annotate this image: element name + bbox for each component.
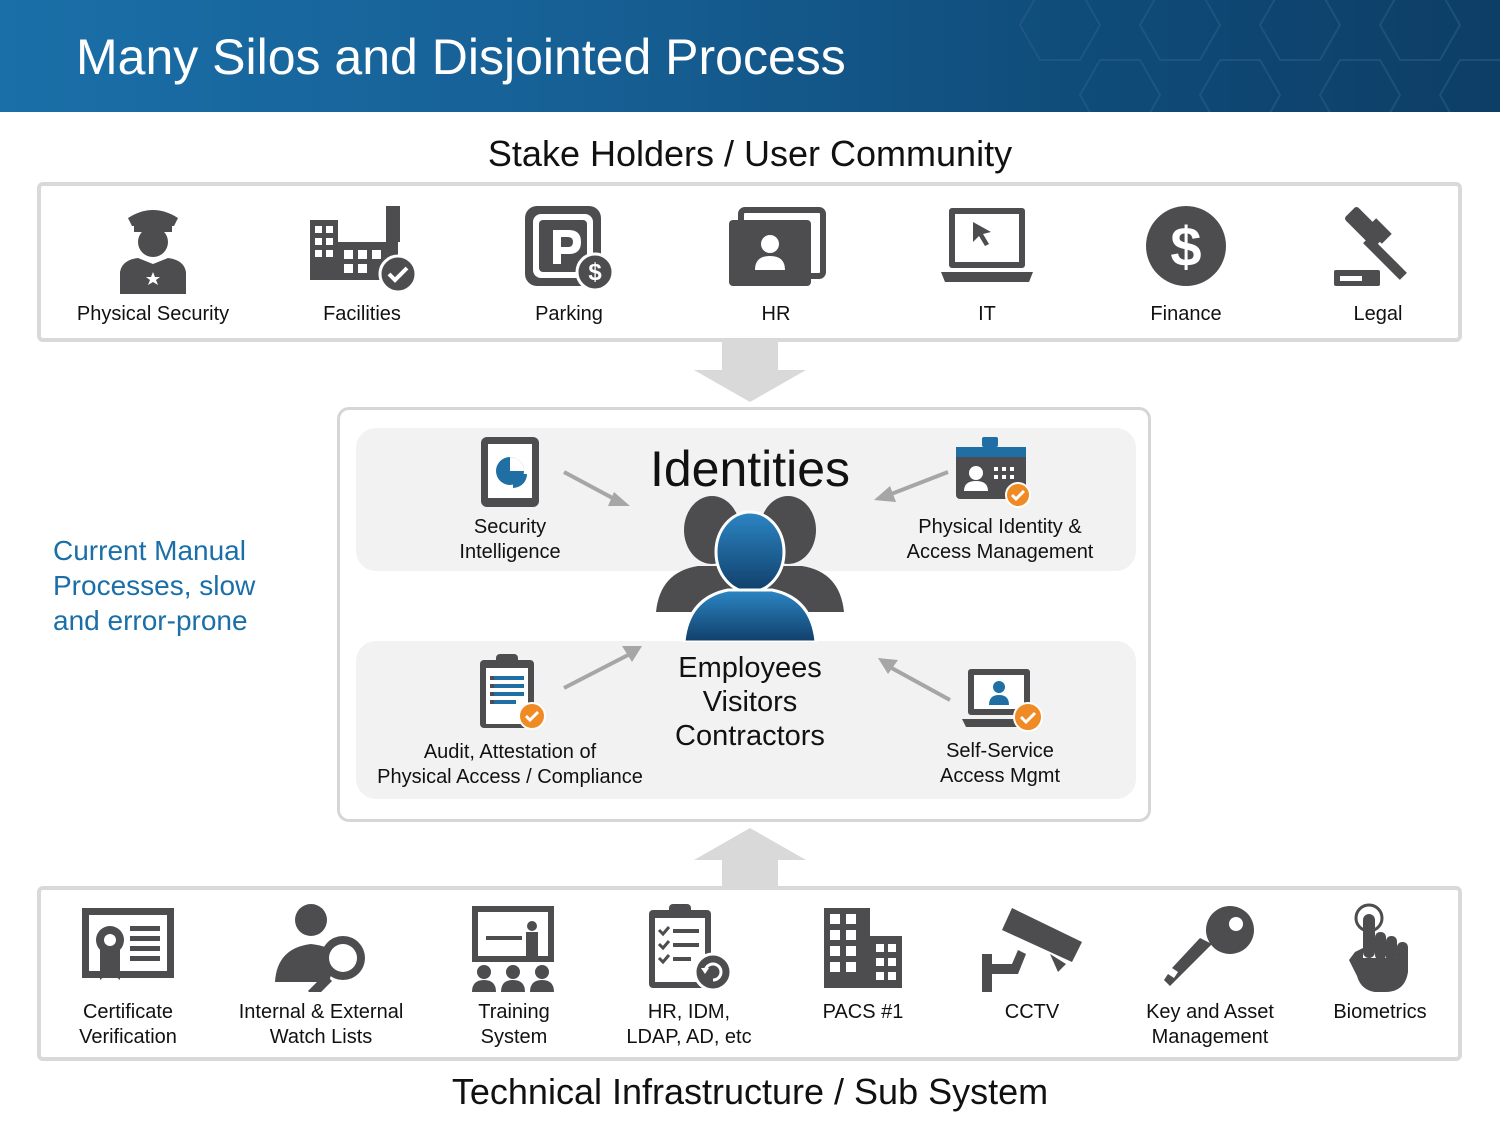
laptop-user-check-icon [962,669,1043,732]
stakeholder-label: IT [978,303,996,325]
infra-training-system: Training System [414,902,614,1050]
stakeholder-hr: HR [676,202,876,327]
inner-label: Self-Service [946,740,1054,762]
infra-label: CCTV [1004,1001,1060,1023]
side-note-line: Processes, slow [53,570,256,601]
stakeholder-parking: $ Parking [469,202,669,327]
infra-label: PACS #1 [822,1001,904,1023]
finger-touch-icon [1349,903,1408,992]
stakeholder-label: Physical Security [76,303,230,325]
building-check-icon [310,206,418,294]
infra-label: Internal & External [238,1001,404,1023]
parking-dollar-icon: $ [525,206,615,292]
infra-label: HR, IDM, [647,1001,731,1023]
infra-key-asset-management: Key and Asset Management [1110,902,1310,1050]
inner-label: Physical Access / Compliance [377,766,643,788]
infra-label: LDAP, AD, etc [626,1026,752,1048]
stakeholder-physical-security: Physical Security [53,202,253,327]
hexagon-pattern [1018,0,1500,112]
security-intelligence: Security Intelligence [410,435,610,565]
stakeholder-facilities: Facilities [262,202,462,327]
cctv-camera-icon [982,908,1082,992]
infra-label: System [480,1026,548,1048]
arrow-diagonal [878,658,951,702]
people-line: Contractors [675,720,825,752]
infra-label: Certificate [82,1001,174,1023]
laptop-icon [941,208,1033,282]
stakeholder-label: Facilities [323,303,401,325]
key-icon [1164,906,1254,986]
certificate-icon [82,908,174,980]
infra-label: Watch Lists [269,1026,373,1048]
side-note-line: and error-prone [53,605,248,636]
security-guard-icon [120,210,186,294]
arrow-diagonal [563,646,642,690]
buildings-icon [824,908,902,988]
stakeholder-legal: Legal [1278,202,1478,327]
dollar-coin-icon: $ [1146,206,1226,286]
infrastructure-title: Technical Infrastructure / Sub System [451,1071,1049,1112]
stakeholder-label: Parking [535,303,603,325]
stakeholder-label: HR [761,303,791,325]
infra-cctv: CCTV [932,902,1132,1025]
inner-label: Access Management [906,541,1094,563]
svg-text:$: $ [1170,215,1201,278]
physical-identity-access-management: Physical Identity & Access Management [880,435,1120,565]
infra-biometrics: Biometrics [1280,902,1480,1025]
badge-check-icon [956,437,1031,508]
infra-label: Verification [79,1026,177,1048]
arrow-down [694,342,806,402]
inner-label: Access Mgmt [939,765,1061,787]
infra-label: Management [1151,1026,1269,1048]
stakeholder-finance: $ Finance [1086,202,1286,327]
self-service-access-mgmt: Self-Service Access Mgmt [900,665,1100,789]
infra-certificate-verification: Certificate Verification [28,902,228,1050]
svg-text:$: $ [588,259,602,286]
clipboard-check-icon [480,654,546,730]
side-note: Current Manual Processes, slow and error… [53,533,293,638]
infra-hr-idm-ldap: HR, IDM, LDAP, AD, etc [589,902,789,1050]
checklist-sync-icon [649,904,733,992]
training-board-icon [472,906,554,992]
stakeholder-label: Legal [1353,303,1403,325]
page-title: Many Silos and Disjointed Process [76,29,846,85]
people-line: Visitors [702,686,798,718]
stakeholder-it: IT [887,202,1087,327]
header-banner: Many Silos and Disjointed Process [0,0,1500,112]
infra-label: Key and Asset [1146,1001,1274,1023]
person-search-icon [275,904,365,992]
inner-label: Intelligence [459,541,561,563]
infra-label: Biometrics [1333,1001,1427,1023]
arrow-up [694,828,806,888]
identities-people-icon [656,496,844,642]
audit-attestation-compliance: Audit, Attestation of Physical Access / … [370,650,650,790]
people-line: Employees [678,652,822,684]
id-cards-icon [729,207,826,286]
side-note-line: Current Manual [53,535,246,566]
identities-title: Identities [649,441,851,497]
gavel-icon [1334,207,1407,286]
stakeholders-title: Stake Holders / User Community [487,133,1013,174]
inner-label: Audit, Attestation of [423,741,597,763]
inner-label: Physical Identity & [918,516,1082,538]
stakeholder-label: Finance [1150,303,1222,325]
arrow-diagonal [563,470,630,506]
infra-label: Training [478,1001,550,1023]
infra-watch-lists: Internal & External Watch Lists [221,902,421,1050]
people-list: Employees Visitors Contractors [600,651,900,753]
tablet-pie-chart-icon [481,437,539,507]
arrow-diagonal [874,470,949,502]
infra-pacs: PACS #1 [763,902,963,1025]
inner-label: Security [473,516,547,538]
